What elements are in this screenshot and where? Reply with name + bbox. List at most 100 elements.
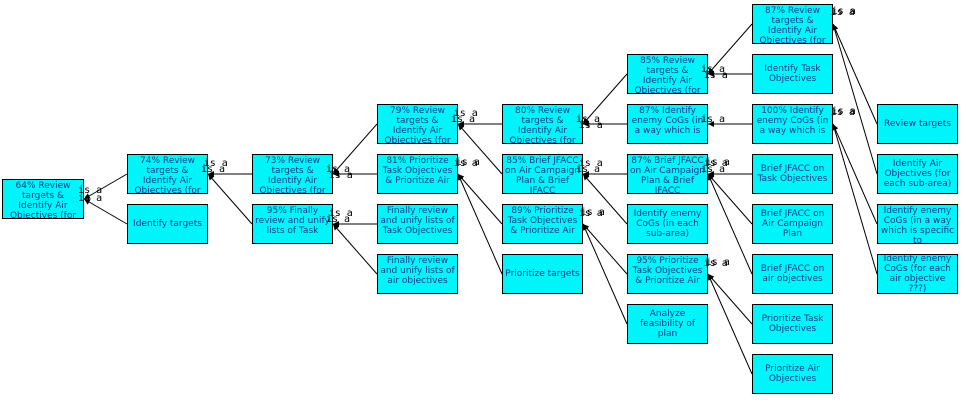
node-n14[interactable]: 85% Review targets & Identify Air Object… [627, 54, 708, 94]
node-n5[interactable]: 95% Finally review and unify lists of Ta… [252, 204, 333, 244]
edge-n13-n7 [457, 173, 503, 275]
edge-label-is-a: is a [705, 156, 730, 168]
node-label: Brief JFACC on Task Objectives [757, 164, 828, 184]
node-label: 87% Identify enemy CoGs (in a way which … [631, 106, 704, 136]
edge-arrowhead [708, 67, 715, 74]
edge-arrowhead [708, 121, 714, 127]
edge-arrowhead [333, 224, 340, 231]
node-n18[interactable]: 95% Prioritize Task Objectives & Priorit… [627, 254, 708, 294]
node-n1[interactable]: 64% Review targets & Identify Air Object… [2, 179, 84, 219]
edge-label-is-a: is a [701, 64, 726, 75]
node-n11[interactable]: 85% Brief JFACC on Air Campaign Plan & B… [502, 154, 583, 194]
edge-label-is-a: is a [451, 114, 476, 125]
node-label: 95% Finally review and unify lists of Ta… [255, 206, 330, 236]
edge-label-is-a: is a [578, 157, 603, 169]
node-n13[interactable]: Prioritize targets [502, 254, 583, 294]
edge-label-is-a: is a [703, 70, 728, 81]
node-n6[interactable]: 79% Review targets & Identify Air Object… [377, 104, 458, 144]
node-label: 89% Prioritize Task Objectives & Priorit… [507, 206, 578, 236]
edge-label-is-a: is a [328, 207, 353, 219]
node-n26[interactable]: Prioritize Task Objectives [752, 304, 833, 344]
node-n4[interactable]: 73% Review targets & Identify Air Object… [252, 154, 333, 194]
edge-n14-n10 [582, 73, 628, 125]
node-label: Finally review and unify lists of air ob… [380, 256, 455, 286]
node-n20[interactable]: 87% Review targets & Identify Air Object… [752, 4, 833, 44]
node-n8[interactable]: Finally review and unify lists of Task O… [377, 204, 458, 244]
edge-label-is-a: is a [328, 170, 353, 181]
node-label: Identify targets [133, 219, 202, 229]
edge-arrowhead [84, 193, 91, 199]
edge-n19-n12 [582, 223, 628, 325]
node-label: Identify enemy CoGs (in each sub-area) [633, 209, 702, 239]
edge-arrowhead [583, 117, 590, 124]
node-n31[interactable]: Identify enemy CoGs (for each air object… [877, 254, 958, 294]
edge-label-is-a: is a [453, 107, 478, 119]
edge-n17-n11 [582, 173, 628, 225]
edge-label-is-a: is a [326, 214, 351, 225]
edge-n25-n16 [707, 173, 753, 275]
edge-n30-n22 [832, 123, 878, 225]
node-n2[interactable]: 74% Review targets & Identify Air Object… [127, 154, 208, 194]
edge-n2-n1 [83, 173, 128, 200]
edge-n29-n20 [832, 23, 878, 175]
edge-label-is-a: is a [580, 206, 605, 218]
node-n21[interactable]: Identify Task Objectives [752, 54, 833, 94]
edge-arrowhead [208, 171, 214, 177]
node-n9[interactable]: Finally review and unify lists of air ob… [377, 254, 458, 294]
edge-label-is-a: is a [831, 6, 856, 18]
edge-arrowhead [333, 221, 339, 227]
edge-arrowhead [208, 174, 215, 181]
edge-n26-n18 [707, 273, 753, 325]
node-label: 74% Review targets & Identify Air Object… [134, 156, 201, 194]
node-label: 73% Review targets & Identify Air Object… [259, 156, 326, 194]
node-n30[interactable]: Identify enemy CoGs (in a way which is s… [877, 204, 958, 244]
node-label: 95% Prioritize Task Objectives & Priorit… [632, 256, 703, 286]
edge-label-is-a: is a [576, 164, 601, 175]
edge-arrowhead [707, 274, 714, 281]
edge-n20-n14 [707, 23, 753, 75]
node-label: Identify Air Objectives (for each sub-ar… [883, 159, 952, 189]
edge-label-is-a: is a [576, 114, 601, 125]
edge-arrowhead [708, 171, 714, 177]
node-n12[interactable]: 89% Prioritize Task Objectives & Priorit… [502, 204, 583, 244]
node-label: 64% Review targets & Identify Air Object… [9, 181, 77, 219]
node-n19[interactable]: Analyze feasibility of plan [627, 304, 708, 344]
edge-n12-n7 [457, 173, 503, 225]
node-label: 79% Review targets & Identify Air Object… [384, 106, 451, 144]
edge-label-is-a: is a [201, 164, 226, 175]
edge-arrowhead [831, 24, 838, 31]
node-label: 85% Review targets & Identify Air Object… [634, 56, 701, 94]
edge-label-is-a: is a [703, 257, 728, 269]
edge-label-is-a: is a [78, 184, 103, 196]
node-n24[interactable]: Brief JFACC on Air Campaign Plan [752, 204, 833, 244]
node-n3[interactable]: Identify targets [127, 204, 208, 244]
node-n7[interactable]: 81% Prioritize Task Objectives & Priorit… [377, 154, 458, 194]
edge-label-is-a: is a [203, 157, 228, 169]
edge-n11-n6 [457, 123, 503, 175]
edge-arrowhead [583, 121, 589, 127]
node-label: 80% Review targets & Identify Air Object… [509, 106, 576, 144]
node-n23[interactable]: Brief JFACC on Task Objectives [752, 154, 833, 194]
node-n27[interactable]: Prioritize Air Objectives [752, 354, 833, 394]
edge-arrowhead [831, 124, 838, 131]
node-n10[interactable]: 80% Review targets & Identify Air Object… [502, 104, 583, 144]
edge-label-is-a: is a [831, 106, 856, 118]
node-n28[interactable]: Review targets [877, 104, 958, 144]
edge-n6-n4 [332, 123, 378, 175]
edge-label-is-a: is a [701, 114, 726, 125]
node-n17[interactable]: Identify enemy CoGs (in each sub-area) [627, 204, 708, 244]
node-n16[interactable]: 87% Brief JFACC on Air Campaign Plan & B… [627, 154, 708, 194]
edge-n3-n1 [83, 198, 128, 225]
edge-n28-n20 [832, 23, 878, 125]
node-n29[interactable]: Identify Air Objectives (for each sub-ar… [877, 154, 958, 194]
node-n15[interactable]: 87% Identify enemy CoGs (in a way which … [627, 104, 708, 144]
edge-n9-n5 [332, 223, 378, 275]
node-label: Identify Task Objectives [764, 64, 821, 84]
node-label: Prioritize Air Objectives [765, 364, 820, 384]
node-label: Brief JFACC on air objectives [760, 264, 825, 284]
node-n25[interactable]: Brief JFACC on air objectives [752, 254, 833, 294]
node-label: Brief JFACC on Air Campaign Plan [760, 209, 825, 239]
edge-n18-n12 [582, 223, 628, 275]
node-n22[interactable]: 100% Identify enemy CoGs (in a way which… [752, 104, 833, 144]
